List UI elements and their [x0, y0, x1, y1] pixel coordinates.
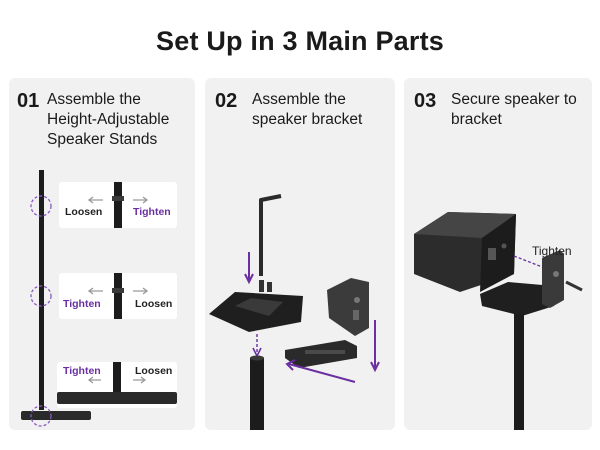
step-panel-1: 01 Assemble the Height-Adjustable Speake…: [9, 78, 195, 430]
detail-card-3: Tighten Loosen: [57, 362, 177, 408]
page-title: Set Up in 3 Main Parts: [156, 26, 444, 56]
step-panel-3: 03 Secure speaker to bracket Tighten: [404, 78, 592, 430]
loosen-label: Loosen: [135, 365, 173, 377]
step-number: 02: [215, 90, 238, 112]
tighten-label: Tighten: [63, 298, 101, 310]
step-number: 03: [414, 90, 437, 112]
step-description: Secure speaker to bracket: [451, 91, 577, 128]
step-number: 01: [17, 90, 40, 112]
loosen-label: Loosen: [135, 298, 173, 310]
tighten-label: Tighten: [532, 244, 572, 258]
stand-illustration: [21, 170, 91, 427]
loosen-label: Loosen: [65, 206, 103, 218]
step-description: Assemble the Height-Adjustable Speaker S…: [47, 91, 170, 148]
detail-card-2: Tighten Loosen: [59, 273, 177, 319]
tighten-label: Tighten: [63, 365, 101, 377]
tighten-label: Tighten: [133, 206, 171, 218]
bracket-illustration: [209, 194, 380, 430]
speaker-illustration: [414, 212, 583, 430]
detail-card-1: Loosen Tighten: [59, 182, 177, 228]
step-panel-2: 02 Assemble the speaker bracket: [205, 78, 395, 430]
step-description: Assemble the speaker bracket: [252, 91, 363, 128]
